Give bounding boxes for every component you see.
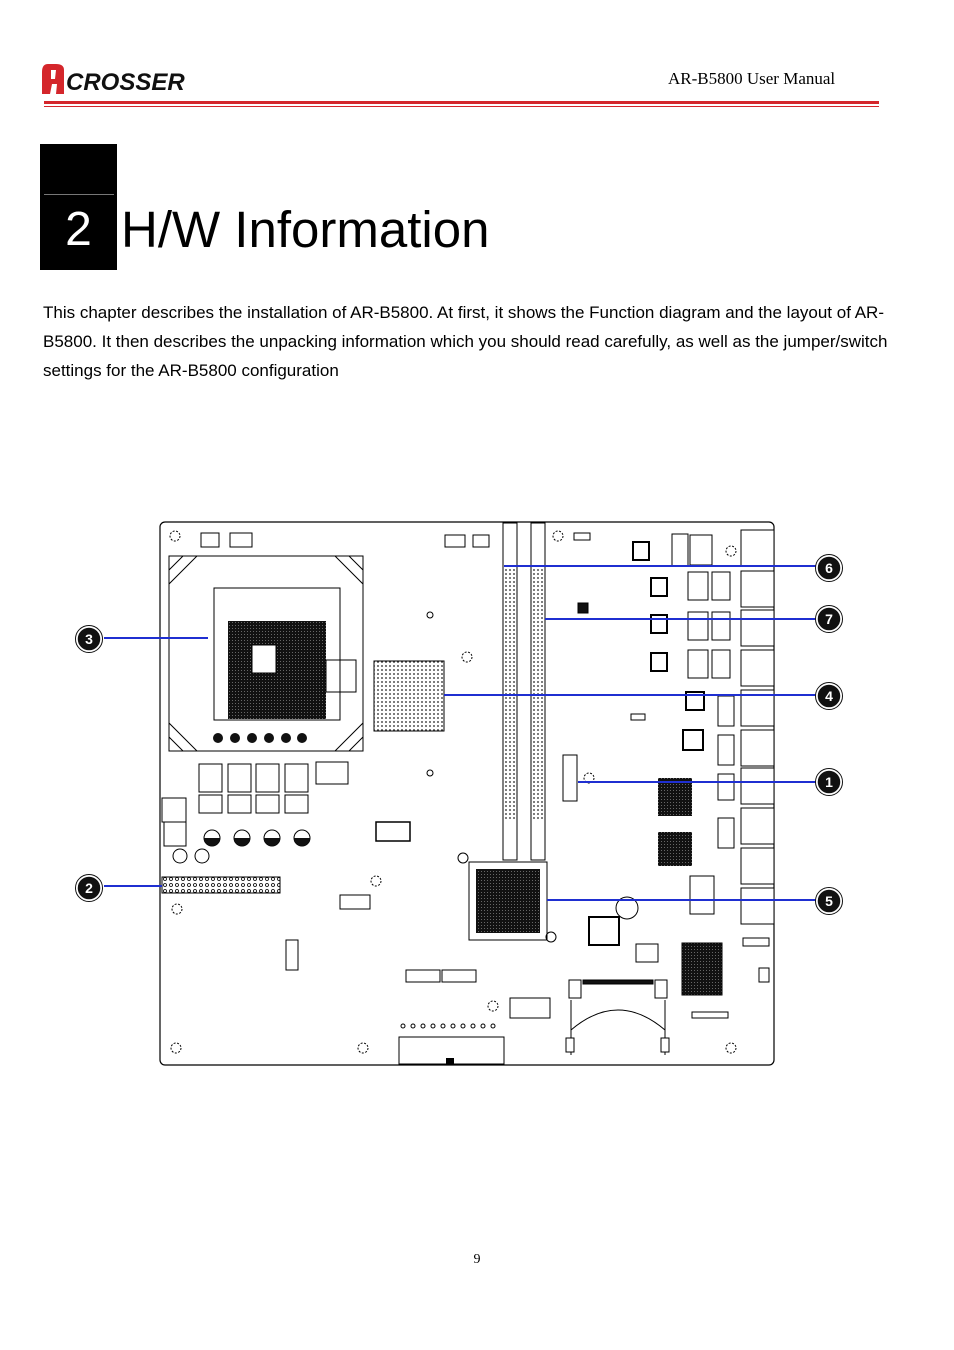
callout-ring [815, 605, 843, 633]
resistor-array [689, 875, 715, 915]
header-rule-thin [44, 106, 879, 107]
callout-marker-6: 6 [815, 554, 843, 582]
flash-chip [681, 942, 723, 996]
callout-circle [816, 683, 842, 709]
callout-label: 5 [825, 893, 833, 909]
callout-label: 6 [825, 560, 833, 576]
header-jp3 [444, 534, 466, 548]
cf-card-slot [565, 979, 670, 1055]
callout-ring [815, 768, 843, 796]
chapter-title: H/W Information [121, 201, 490, 258]
bottom-header-key [446, 1058, 454, 1064]
page-number: 9 [473, 1252, 481, 1267]
dimm-slots [502, 522, 546, 861]
header-jp6 [339, 894, 371, 910]
small-connector [375, 821, 411, 842]
power-caps-fill [204, 838, 310, 846]
callout-marker-2: 2 [75, 874, 103, 902]
header-jp8 [635, 943, 659, 963]
usb-header [509, 997, 551, 1019]
mounting-holes [169, 530, 737, 1054]
callout-circle [816, 888, 842, 914]
callout-ring [815, 682, 843, 710]
chapter-number-box [40, 144, 117, 270]
right-edge-connectors [717, 529, 775, 925]
callout-markers: 6 7 4 1 5 3 2 [75, 554, 843, 915]
intro-paragraph: This chapter describes the installation … [43, 303, 888, 380]
northbridge-chip [373, 660, 445, 732]
header-jp7 [285, 939, 299, 971]
cpu-socket [168, 555, 364, 752]
callout-label: 4 [825, 688, 833, 704]
cmos-battery [615, 896, 639, 920]
header-jp10 [758, 967, 770, 983]
logo-wordmark: CROSSER [66, 69, 185, 96]
lan-controller-1 [658, 778, 692, 816]
callout-marker-4: 4 [815, 682, 843, 710]
header-jp11 [691, 1011, 729, 1019]
callout-label: 7 [825, 611, 833, 627]
callout-marker-7: 7 [815, 605, 843, 633]
callout-circle [76, 626, 102, 652]
callout-marker-1: 1 [815, 768, 843, 796]
callout-circle [816, 769, 842, 795]
cpu-capacitors [213, 733, 307, 743]
ide-connector [161, 876, 281, 894]
callout-label: 3 [85, 631, 93, 647]
callout-ring [75, 625, 103, 653]
logo-a-mark [42, 64, 64, 94]
callout-ring [815, 887, 843, 915]
southbridge-chip [457, 852, 557, 943]
power-section [161, 761, 349, 864]
fan-header-1 [405, 969, 441, 983]
chapter-number: 2 [65, 203, 92, 256]
header-jp2 [229, 532, 253, 548]
chapter-box-divider [44, 194, 114, 195]
header-jp9 [742, 937, 770, 947]
header-jp5 [573, 532, 591, 541]
header-jp4 [472, 534, 490, 548]
callout-ring [815, 554, 843, 582]
callout-circle [816, 606, 842, 632]
manual-title: AR-B5800 User Manual [668, 69, 836, 88]
fan-header-2 [441, 969, 477, 983]
callout-circle [76, 875, 102, 901]
callout-circle [816, 555, 842, 581]
sio-chip [588, 916, 620, 946]
header-rule [44, 101, 879, 104]
lan-controller-2 [658, 832, 692, 866]
callout-label: 1 [825, 774, 833, 790]
callout-marker-5: 5 [815, 887, 843, 915]
bottom-header-pins [400, 1023, 496, 1029]
acrosser-logo: CROSSER [42, 64, 185, 96]
callout-lines [104, 565, 816, 901]
callout-label: 2 [85, 880, 93, 896]
callout-marker-3: 3 [75, 625, 103, 653]
callout-ring [75, 874, 103, 902]
header-jp1 [200, 532, 220, 548]
